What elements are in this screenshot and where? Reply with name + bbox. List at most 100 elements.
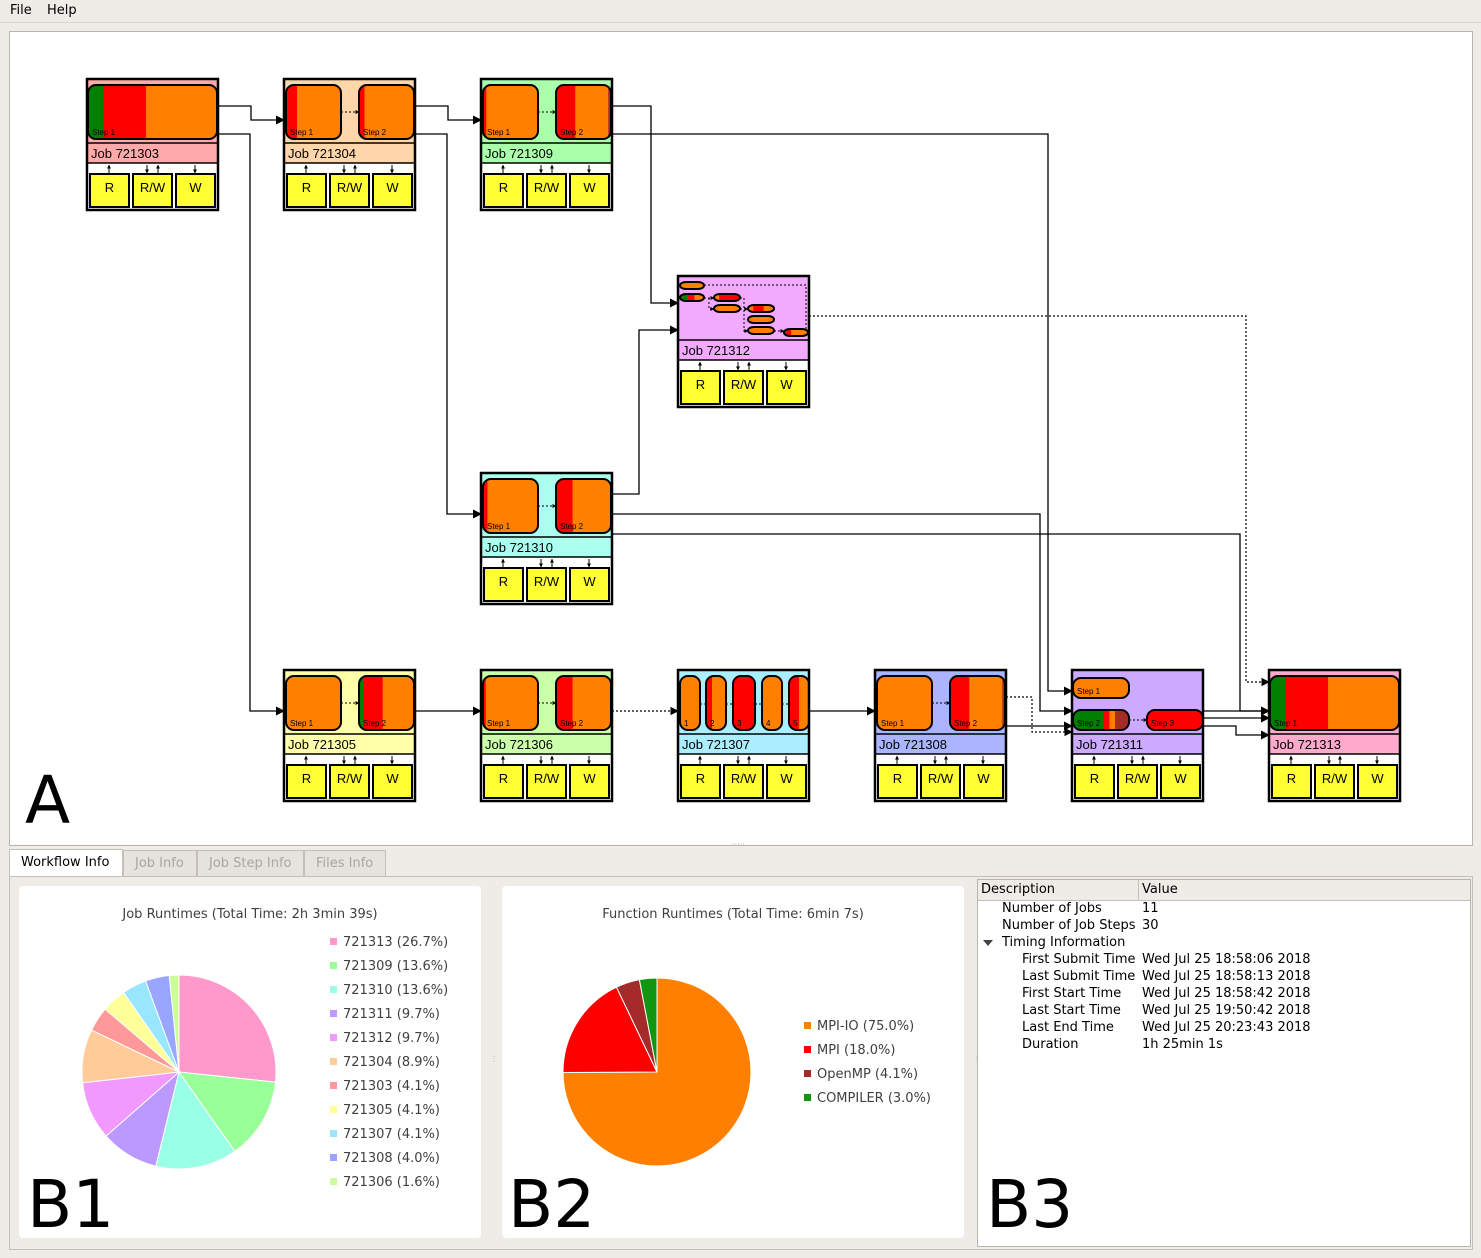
file-box-read-write[interactable] [526, 764, 567, 799]
job-step[interactable] [483, 479, 539, 533]
file-box-write[interactable] [766, 764, 807, 799]
file-box-read[interactable] [680, 764, 721, 799]
job-step[interactable] [714, 294, 741, 301]
file-box-read-write[interactable] [1314, 764, 1355, 799]
legend-label: 721310 (13.6%) [343, 983, 449, 998]
file-box-read[interactable] [483, 567, 524, 602]
row-description[interactable]: Last Start Time [1022, 1003, 1121, 1018]
row-description[interactable]: Timing Information [1002, 935, 1126, 950]
file-box-read-write[interactable] [526, 567, 567, 602]
file-box-write[interactable] [372, 764, 413, 799]
job-step[interactable] [556, 676, 612, 730]
job-step[interactable] [762, 676, 783, 730]
file-box-read-write[interactable] [132, 173, 173, 208]
column-header-value[interactable]: Value [1142, 882, 1178, 897]
job-step[interactable] [748, 305, 775, 312]
job-step[interactable] [1270, 676, 1400, 730]
file-box-read[interactable] [680, 370, 721, 405]
column-divider[interactable] [1138, 880, 1139, 900]
splitter-handle-2[interactable]: ··· [972, 1055, 981, 1063]
job-step[interactable] [286, 85, 342, 139]
tab-files-info[interactable]: Files Info [304, 850, 386, 876]
job-step[interactable] [483, 85, 539, 139]
job-step[interactable] [680, 282, 705, 289]
job-step[interactable] [733, 676, 756, 730]
job-step[interactable] [680, 676, 701, 730]
file-box-read[interactable] [286, 173, 327, 208]
row-description[interactable]: Last Submit Time [1022, 969, 1136, 984]
job-step[interactable] [748, 316, 775, 323]
job-step[interactable] [556, 85, 612, 139]
job-step[interactable] [784, 329, 809, 336]
file-box-read-write[interactable] [526, 173, 567, 208]
file-box-write[interactable] [1357, 764, 1398, 799]
file-box-write[interactable] [569, 173, 610, 208]
file-box-write[interactable] [1160, 764, 1201, 799]
file-box-read[interactable] [1271, 764, 1312, 799]
job-step[interactable] [483, 676, 539, 730]
column-header-description[interactable]: Description [981, 882, 1056, 897]
file-box-read[interactable] [286, 764, 327, 799]
expand-toggle-icon[interactable] [983, 940, 993, 946]
job-step[interactable] [359, 85, 415, 139]
job-step[interactable] [359, 676, 415, 730]
job-step[interactable] [1073, 710, 1130, 730]
splitter-handle-1[interactable]: ··· [489, 1055, 498, 1063]
job-step[interactable] [789, 676, 810, 730]
job-step[interactable] [706, 676, 727, 730]
menu-file[interactable]: File [10, 3, 32, 18]
row-description[interactable]: Duration [1022, 1037, 1079, 1052]
job-step[interactable] [556, 479, 612, 533]
file-box-read-write[interactable] [1117, 764, 1158, 799]
row-description[interactable]: First Submit Time [1022, 952, 1136, 967]
file-box-read[interactable] [483, 173, 524, 208]
job-step[interactable] [748, 327, 775, 334]
file-box-read[interactable] [1074, 764, 1115, 799]
file-box-write[interactable] [175, 173, 216, 208]
job-step[interactable] [680, 294, 705, 301]
file-box-read[interactable] [89, 173, 130, 208]
file-box-read-write[interactable] [920, 764, 961, 799]
job-step[interactable] [714, 305, 741, 312]
file-box-write[interactable] [569, 567, 610, 602]
tab-job-info[interactable]: Job Info [123, 850, 197, 876]
splitter-handle[interactable]: ····· [732, 840, 745, 849]
tab-workflow-info[interactable]: Workflow Info [9, 849, 123, 877]
file-box-read-write[interactable] [329, 764, 370, 799]
file-box-read-write[interactable] [723, 370, 764, 405]
row-description[interactable]: First Start Time [1022, 986, 1122, 1001]
job-step[interactable] [877, 676, 933, 730]
menu-help[interactable]: Help [47, 3, 77, 18]
file-box-write[interactable] [766, 370, 807, 405]
file-box-read[interactable] [877, 764, 918, 799]
job-step[interactable] [286, 676, 342, 730]
file-box-write[interactable] [963, 764, 1004, 799]
job-step[interactable] [1073, 678, 1130, 698]
file-box-read[interactable] [483, 764, 524, 799]
file-box-write[interactable] [569, 764, 610, 799]
row-description[interactable]: Last End Time [1022, 1020, 1114, 1035]
row-description[interactable]: Number of Job Steps [1002, 918, 1136, 933]
file-box-read-write[interactable] [329, 173, 370, 208]
job-step[interactable] [950, 676, 1006, 730]
row-description[interactable]: Number of Jobs [1002, 901, 1102, 916]
tab-job-step-info[interactable]: Job Step Info [197, 850, 304, 876]
job-step[interactable] [88, 85, 218, 139]
job-step[interactable] [1147, 710, 1204, 730]
file-box-read-write[interactable] [723, 764, 764, 799]
file-box-write[interactable] [372, 173, 413, 208]
